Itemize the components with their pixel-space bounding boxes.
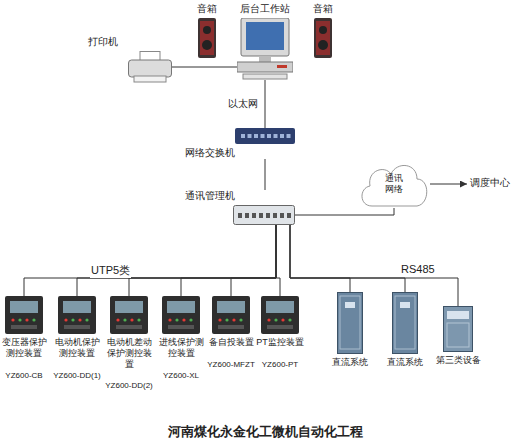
computer-node: 后台工作站	[237, 3, 293, 80]
relay-node: PT监控装置 YZ600-PT	[254, 296, 306, 369]
node-label: 音箱	[313, 3, 333, 15]
relay-icon	[162, 296, 200, 334]
cabinet-icon	[392, 292, 418, 354]
connector	[24, 225, 276, 296]
printer-node: 打印机	[88, 36, 172, 83]
connector	[265, 80, 266, 128]
model-number: YZ600-MFZT	[207, 360, 255, 370]
relay-icon	[110, 296, 148, 334]
connector	[276, 225, 280, 296]
node-label: 第三类设备	[436, 355, 481, 366]
model-number: YZ600-CB	[5, 371, 42, 381]
relay-node: 电动机差动保护测控装置 YZ600-DD(2)	[103, 296, 155, 391]
connector	[290, 225, 405, 292]
switch-node: 网络交换机	[185, 128, 295, 159]
node-label: 进线保护测控装置	[155, 337, 207, 359]
connector	[290, 225, 458, 306]
computer-icon	[237, 18, 293, 80]
manager-icon	[233, 205, 295, 225]
speaker-icon	[198, 18, 216, 58]
connector	[295, 208, 394, 215]
relay-icon	[58, 296, 96, 334]
printer-icon	[128, 51, 172, 83]
model-number: YZ600-XL	[163, 371, 199, 381]
third-icon	[443, 306, 473, 352]
connector	[430, 184, 467, 185]
node-label: PT监控装置	[256, 337, 304, 348]
relay-node: 备自投装置 YZ600-MFZT	[205, 296, 257, 369]
cloud-node: 通讯网络	[358, 160, 430, 208]
relay-icon	[5, 296, 43, 334]
node-label: 通讯管理机	[185, 190, 235, 202]
caption: 河南煤化永金化工微机自动化工程	[0, 423, 530, 441]
node-label: 打印机	[88, 36, 118, 48]
node-label: 变压器保护测控装置	[0, 337, 50, 359]
connector	[265, 159, 266, 190]
speaker-node: 音箱	[313, 3, 333, 58]
node-label: 电动机保护测控装置	[51, 337, 103, 359]
node-label: 后台工作站	[240, 3, 290, 15]
node-label: 音箱	[197, 3, 217, 15]
connector	[231, 225, 276, 296]
relay-node: 进线保护测控装置 YZ600-XL	[155, 296, 207, 380]
bus-label: UTP5类	[90, 263, 131, 278]
node-label: 直流系统	[332, 357, 368, 368]
node-label: 网络交换机	[185, 147, 235, 159]
connector	[181, 225, 276, 296]
node-label: 调度中心	[470, 177, 510, 189]
relay-icon	[261, 296, 299, 334]
cabinet-node: 直流系统	[332, 292, 368, 368]
text-node: 调度中心	[470, 177, 510, 189]
model-number: YZ600-DD(2)	[105, 381, 153, 391]
cabinet-node: 直流系统	[387, 292, 423, 368]
connector	[129, 225, 276, 296]
relay-node: 变压器保护测控装置 YZ600-CB	[0, 296, 50, 380]
node-label: 通讯网络	[384, 173, 404, 195]
manager-node: 通讯管理机	[185, 190, 295, 225]
speaker-node: 音箱	[197, 3, 217, 58]
node-label: 电动机差动保护测控装置	[103, 337, 155, 369]
speaker-icon	[314, 18, 332, 58]
connector	[172, 67, 237, 68]
node-label: 直流系统	[387, 357, 423, 368]
connector	[77, 225, 276, 296]
model-number: YZ600-DD(1)	[53, 371, 101, 381]
switch-icon	[235, 128, 295, 144]
cabinet-icon	[337, 292, 363, 354]
edge-label: 以太网	[227, 97, 259, 111]
bus-label: RS485	[400, 263, 436, 275]
relay-icon	[212, 296, 250, 334]
node-label: 备自投装置	[209, 337, 254, 348]
relay-node: 电动机保护测控装置 YZ600-DD(1)	[51, 296, 103, 380]
connector	[290, 225, 350, 292]
third-node: 第三类设备	[436, 306, 481, 366]
model-number: YZ600-PT	[262, 360, 298, 370]
